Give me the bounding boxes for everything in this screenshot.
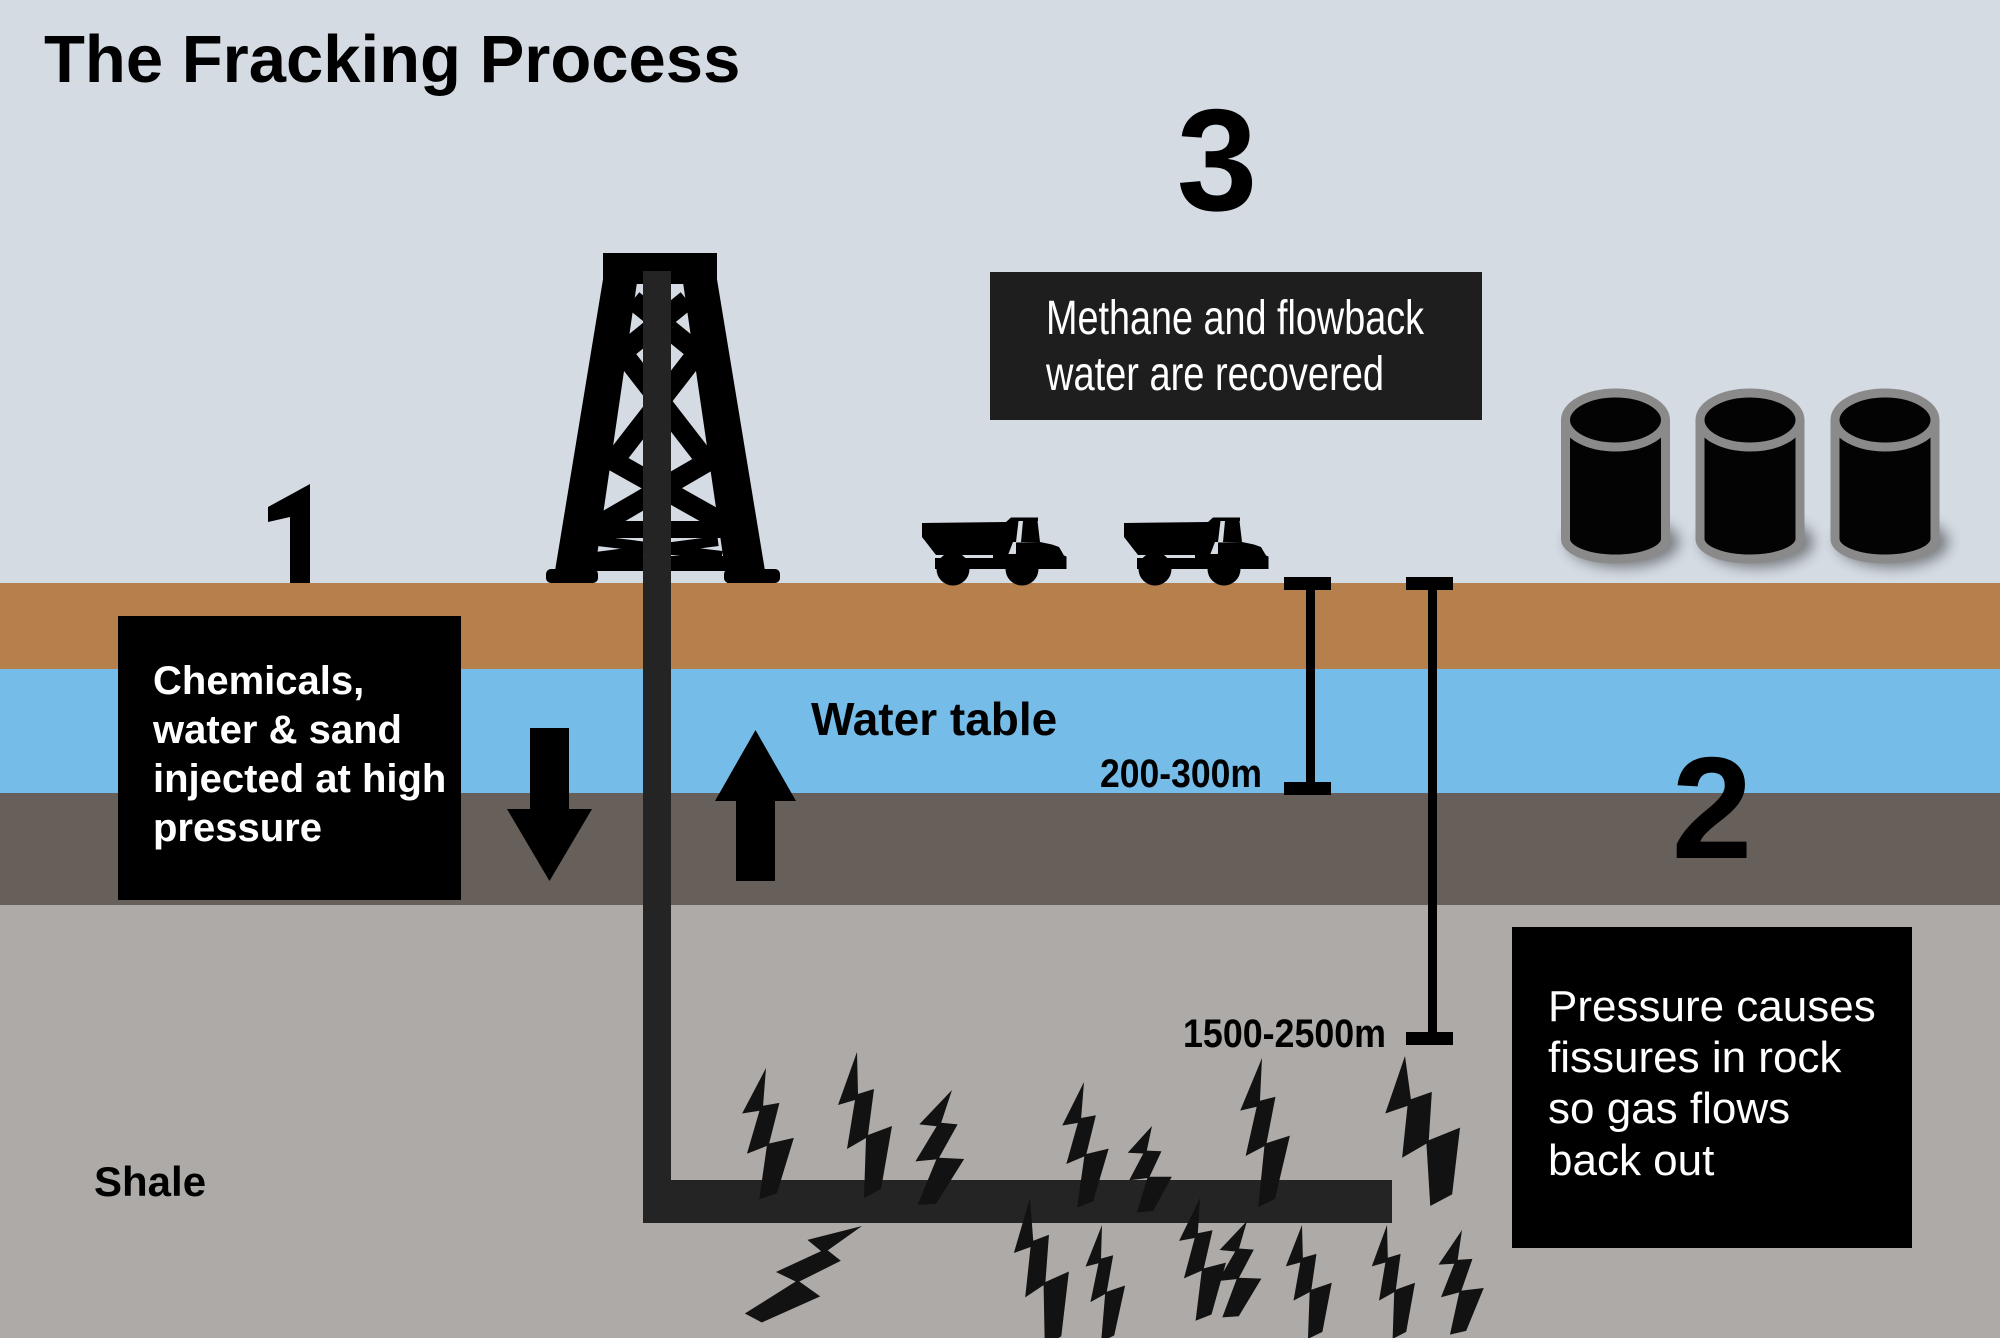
svg-text:fissures in rock: fissures in rock — [1548, 1033, 1842, 1082]
svg-text:so gas flows: so gas flows — [1548, 1084, 1790, 1133]
svg-text:Shale: Shale — [94, 1158, 206, 1205]
svg-text:200-300m: 200-300m — [1100, 752, 1262, 796]
svg-text:back out: back out — [1548, 1136, 1714, 1185]
svg-text:2: 2 — [1672, 727, 1753, 889]
svg-text:3: 3 — [1177, 79, 1258, 241]
svg-text:Methane and flowback: Methane and flowback — [1046, 292, 1425, 345]
svg-text:injected at high: injected at high — [153, 757, 446, 801]
svg-text:water are recovered: water are recovered — [1045, 348, 1384, 401]
svg-text:Pressure causes: Pressure causes — [1548, 982, 1876, 1031]
svg-text:water & sand: water & sand — [152, 708, 402, 752]
svg-text:Water table: Water table — [811, 693, 1057, 745]
svg-text:Chemicals,: Chemicals, — [153, 659, 364, 703]
svg-text:The Fracking Process: The Fracking Process — [44, 22, 740, 97]
svg-text:pressure: pressure — [153, 806, 322, 850]
svg-text:1500-2500m: 1500-2500m — [1183, 1012, 1386, 1056]
